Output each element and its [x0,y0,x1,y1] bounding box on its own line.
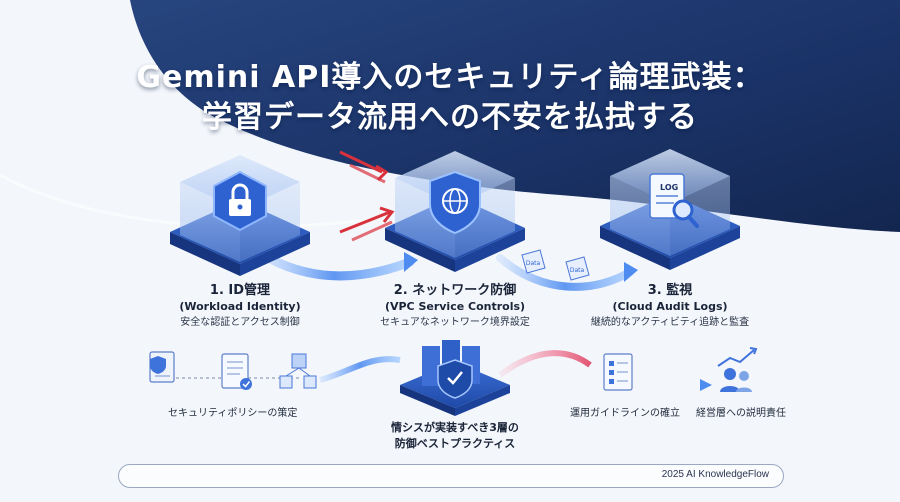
server-shield-icon [400,340,510,416]
policy-label: セキュリティポリシーの策定 [168,408,298,419]
padlock-icon [213,170,267,232]
cube-monitoring [600,149,740,270]
data-label-1: Data [526,260,541,267]
threat-arrows [339,150,395,242]
pillar-3-label: 3. 監視 (Cloud Audit Logs) 継続的なアクティビティ追跡と監… [570,283,770,331]
page-title-line2: 学習データ流用への不安を払拭する [202,100,698,135]
pillar-3-heading: 3. 監視 [647,283,693,298]
pillar-2-label: 2. ネットワーク防御 (VPC Service Controls) セキュアな… [355,283,555,331]
cube-id-management [170,155,310,276]
best-practice-line2: 防御ベストプラクティス [394,437,516,450]
accountability-label: 経営層への説明責任 [696,408,786,419]
data-file-icon-2 [565,256,590,281]
data-label-2: Data [570,267,585,274]
policy-document-icon [221,353,252,390]
executives-chart-icon [717,347,758,392]
log-label: LOG [660,183,678,192]
data-file-icon-1 [521,249,546,274]
policy-shield-doc-icon [149,351,175,383]
footer-bar: 2025 AI KnowledgeFlow [118,464,784,488]
bottom-flow-left [319,356,401,383]
globe-shield-icon [429,170,481,235]
log-magnifier-icon [649,173,699,228]
pillar-2-desc: セキュアなネットワーク境界設定 [380,317,530,328]
guideline-label: 運用ガイドラインの確立 [570,408,680,419]
pillar-1-label: 1. ID管理 (Workload Identity) 安全な認証とアクセス制御 [140,283,340,331]
pillar-1-heading: 1. ID管理 [209,283,271,298]
pillar-3-desc: 継続的なアクティビティ追跡と監査 [590,317,750,328]
checklist-icon [603,353,633,391]
best-practice-line1: 情シスが実装すべき3層の [391,421,519,434]
pillar-2-sub: (VPC Service Controls) [384,300,526,313]
page-title-line1: Gemini API導入のセキュリティ論理武装： [136,60,764,95]
pillar-3-sub: (Cloud Audit Logs) [612,300,728,313]
pillar-1-desc: 安全な認証とアクセス制御 [180,317,300,328]
flow-arrow-2 [496,254,634,291]
footer-text: 2025 AI KnowledgeFlow [661,469,769,480]
best-practice-label: 情シスが実装すべき3層の 防御ベストプラクティス [370,420,540,452]
pillar-2-heading: 2. ネットワーク防御 [393,283,517,298]
pillar-1-sub: (Workload Identity) [179,300,301,313]
network-nodes-icon [279,353,317,389]
bottom-flow-right [498,350,592,378]
